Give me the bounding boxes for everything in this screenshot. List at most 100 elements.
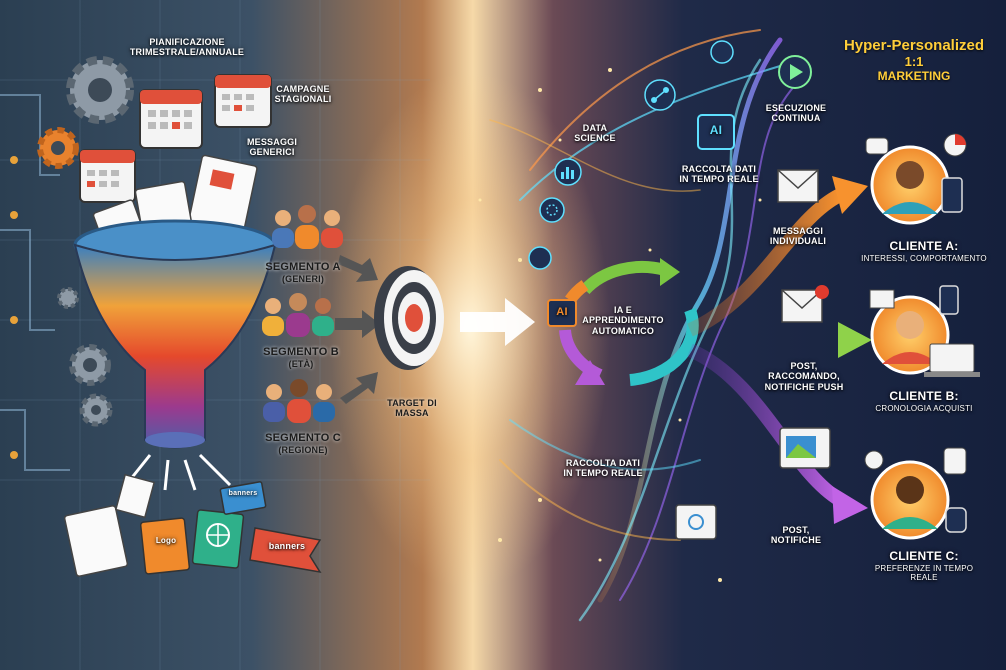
campaigns-label: Campagne stagionali xyxy=(258,84,348,105)
campaigns-line2: stagionali xyxy=(274,94,332,105)
ai-loop-line1: IA e xyxy=(614,305,632,315)
ai-loop-line3: automatico xyxy=(591,325,655,336)
client-a-desc: Interessi, comportamento xyxy=(861,253,987,263)
banner-ribbon-text: banners xyxy=(268,541,306,551)
people-icon xyxy=(272,205,343,249)
title-line2: 1:1 xyxy=(904,54,924,69)
data-science-line2: Science xyxy=(574,133,616,144)
pie-chart-icon xyxy=(943,133,967,157)
gear-icon xyxy=(37,127,79,169)
ai-loop-line2: apprendimento xyxy=(582,315,664,326)
google-icon xyxy=(864,450,884,470)
document-icon xyxy=(188,154,258,234)
ai-chip-icon xyxy=(547,299,577,327)
smartwatch-icon xyxy=(945,507,967,533)
client-b-name: Cliente B: xyxy=(889,389,959,403)
individual-messages-line1: Messaggi xyxy=(772,226,824,236)
funnel-output-arrows xyxy=(128,453,232,491)
logo-card xyxy=(139,517,191,575)
realtime-top-line1: Raccolta dati xyxy=(681,164,757,174)
continuous-label: Esecuzione continua xyxy=(756,103,836,124)
post-notif-label: Post, notifiche xyxy=(756,525,836,546)
post-reco-line1: Post, xyxy=(790,361,818,371)
arrow-to-client-c xyxy=(687,343,868,524)
banner-card-text: banners xyxy=(228,490,258,497)
generic-messages-line2: generici xyxy=(249,147,295,158)
user-icon xyxy=(943,447,967,475)
planning-line1: Pianificazione xyxy=(149,37,225,47)
client-c-label: Cliente C: Preferenze in tempo reale xyxy=(842,549,1006,582)
people-icon xyxy=(262,293,334,337)
ai-box-text: AI xyxy=(709,123,723,137)
envelope-icon xyxy=(869,289,895,309)
network-icon xyxy=(710,40,734,64)
individual-messages-label: Messaggi individuali xyxy=(758,226,838,247)
client-b-avatar xyxy=(870,295,950,375)
envelope-icon xyxy=(781,285,829,323)
segment-c-label: Segmento C (Regione) xyxy=(248,432,358,455)
realtime-bottom-line1: Raccolta dati xyxy=(565,458,641,468)
planning-line2: trimestrale/annuale xyxy=(129,47,245,58)
data-science-label: Data Science xyxy=(560,123,630,144)
gear-icon xyxy=(79,393,113,427)
post-reco-label: Post, raccomando, notifiche push xyxy=(754,361,854,392)
circuit-dots xyxy=(10,156,18,459)
target-line2: massa xyxy=(395,408,429,419)
continuous-line2: continua xyxy=(771,113,821,124)
post-reco-line3: notifiche push xyxy=(764,381,844,392)
gear-icon xyxy=(539,197,565,223)
calendar-icon xyxy=(79,149,136,203)
gear-icon xyxy=(69,344,111,386)
document-icon xyxy=(63,505,129,577)
circuit-lines xyxy=(0,94,70,471)
title-line1: Hyper-Personalized xyxy=(843,37,985,54)
client-a-avatar xyxy=(870,145,950,225)
image-card-icon xyxy=(779,427,831,469)
funnel-shape xyxy=(73,219,277,449)
realtime-top-line2: in tempo reale xyxy=(679,174,759,185)
target-label: Target di massa xyxy=(372,398,452,419)
generic-messages-line1: Messaggi xyxy=(246,137,298,147)
realtime-top-label: Raccolta dati in tempo reale xyxy=(664,164,774,185)
client-b-desc: Cronologia acquisti xyxy=(875,403,973,413)
post-notif-line1: Post, xyxy=(782,525,810,535)
client-c-name: Cliente C: xyxy=(889,549,959,563)
arrow-to-client-a xyxy=(687,176,868,337)
ai-chip-text: AI xyxy=(556,306,568,318)
sparkles xyxy=(478,68,762,582)
document-icon xyxy=(114,473,156,519)
client-b-label: Cliente B: Cronologia acquisti xyxy=(842,389,1006,413)
chart-icon xyxy=(528,246,552,270)
individual-messages-line2: individuali xyxy=(769,236,827,247)
data-science-line1: Data xyxy=(582,123,608,133)
ai-chip-icon xyxy=(697,114,735,150)
planning-label: Pianificazione trimestrale/annuale xyxy=(122,37,252,58)
ai-box-label: AI xyxy=(698,123,734,138)
people-icon xyxy=(263,379,335,423)
segment-a-sub: (Generi) xyxy=(281,273,325,284)
logo-card-text: Logo xyxy=(155,536,177,545)
post-reco-line2: raccomando, xyxy=(768,371,840,382)
laptop-icon xyxy=(924,343,980,377)
play-icon xyxy=(778,55,812,89)
smartphone-icon xyxy=(939,285,959,315)
continuous-line1: Esecuzione xyxy=(765,103,827,113)
segment-c-title: Segmento C xyxy=(265,432,341,444)
logo-card-label: Logo xyxy=(148,536,184,545)
arrow-to-client-b xyxy=(700,322,872,358)
segment-arrows xyxy=(335,255,380,404)
transition-arrow xyxy=(460,298,535,346)
ai-chip-label: AI xyxy=(548,306,576,319)
client-c-avatar xyxy=(870,460,950,540)
calendar-icon xyxy=(139,89,203,149)
segment-b-label: Segmento B (Età) xyxy=(246,346,356,369)
banner-ribbon-label: banners xyxy=(262,541,312,551)
network-icon xyxy=(644,79,676,111)
target-line1: Target di xyxy=(387,398,437,408)
segment-b-sub: (Età) xyxy=(288,358,314,369)
realtime-bottom-line2: in tempo reale xyxy=(563,468,643,479)
envelope-icon xyxy=(675,504,717,540)
gear-icon xyxy=(66,56,134,124)
client-a-name: Cliente A: xyxy=(889,239,959,253)
envelope-icon xyxy=(777,169,819,203)
